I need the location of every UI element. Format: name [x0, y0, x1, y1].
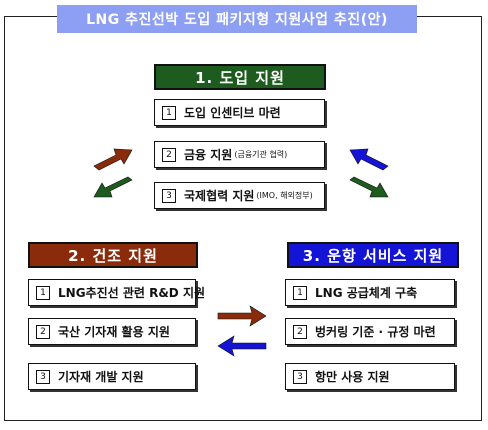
- item-text: 국산 기자재 활용 지원: [58, 325, 170, 339]
- item-number: 1: [293, 285, 307, 300]
- item-text: 금융 지원: [184, 148, 233, 162]
- arrow-left-icon: [217, 335, 267, 357]
- item-number: 3: [36, 369, 50, 384]
- item-number: 2: [293, 324, 307, 339]
- item-text: 기자재 개발 지원: [58, 370, 144, 384]
- operate-item-3: 3 항만 사용 지원: [285, 363, 455, 390]
- item-note: (금융기관 협력): [234, 150, 288, 159]
- item-number: 2: [162, 147, 176, 162]
- section-header-operate: 3. 운항 서비스 지원: [287, 242, 459, 268]
- intro-item-2: 2 금융 지원 (금융기관 협력): [154, 141, 325, 168]
- arrow-up-left-icon: [349, 148, 389, 171]
- intro-item-1: 1 도입 인센티브 마련: [154, 99, 325, 126]
- item-text: 국제협력 지원: [184, 189, 255, 203]
- build-item-3: 3 기자재 개발 지원: [28, 363, 196, 390]
- item-text: LNG 공급체계 구축: [315, 286, 418, 300]
- build-item-1: 1 LNG추진선 관련 R&D 지원: [28, 279, 205, 306]
- item-text: LNG추진선 관련 R&D 지원: [58, 286, 206, 300]
- intro-item-3: 3 국제협력 지원 (IMO, 해외정부): [154, 182, 325, 209]
- item-note: (IMO, 해외정부): [256, 191, 313, 200]
- section-header-intro: 1. 도입 지원: [154, 64, 326, 90]
- item-text: 항만 사용 지원: [315, 370, 390, 384]
- item-number: 3: [162, 188, 176, 203]
- arrow-down-left-icon: [93, 176, 133, 198]
- arrow-up-right-icon: [93, 148, 133, 171]
- item-number: 2: [36, 324, 50, 339]
- item-number: 3: [293, 369, 307, 384]
- item-number: 1: [162, 105, 176, 120]
- arrow-down-right-icon: [349, 176, 389, 198]
- operate-item-1: 1 LNG 공급체계 구축: [285, 279, 455, 306]
- item-number: 1: [36, 285, 50, 300]
- arrow-right-icon: [217, 305, 267, 327]
- item-text: 벙커링 기준 · 규정 마련: [315, 325, 436, 339]
- page-title: LNG 추진선박 도입 패키지형 지원사업 추진(안): [57, 5, 417, 33]
- operate-item-2: 2 벙커링 기준 · 규정 마련: [285, 318, 455, 345]
- build-item-2: 2 국산 기자재 활용 지원: [28, 318, 196, 345]
- item-text: 도입 인센티브 마련: [184, 106, 281, 120]
- section-header-build: 2. 건조 지원: [28, 242, 198, 268]
